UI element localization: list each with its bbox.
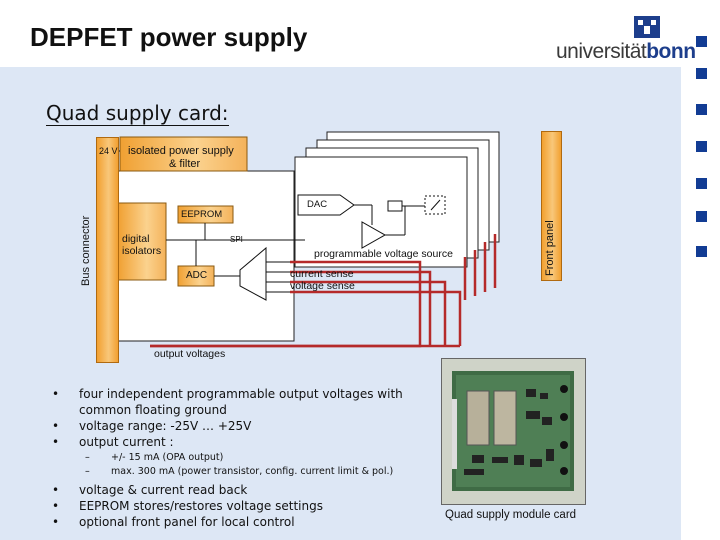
front-panel xyxy=(541,131,562,281)
module-photo xyxy=(441,358,586,505)
photo-caption: Quad supply module card xyxy=(445,509,577,521)
list-item-cont: common floating ground xyxy=(79,403,227,417)
isolated-power-label: isolated power supply xyxy=(128,145,234,157)
spi-label: SPI xyxy=(230,235,243,244)
front-panel-label: Front panel xyxy=(544,220,556,276)
programmable-source-label: programmable voltage source xyxy=(314,248,453,260)
list-item: •output current : xyxy=(52,435,174,449)
decor-square xyxy=(696,141,707,152)
decor-square xyxy=(696,36,707,47)
list-item: •voltage range: -25V … +25V xyxy=(52,419,252,433)
decor-square xyxy=(696,104,707,115)
list-item: •voltage & current read back xyxy=(52,483,248,497)
eeprom-label: EEPROM xyxy=(181,209,223,220)
decor-square xyxy=(696,246,707,257)
decor-square xyxy=(696,178,707,189)
bus-connector xyxy=(96,137,119,363)
university-logo xyxy=(634,16,660,38)
dac-label: DAC xyxy=(307,199,328,210)
filter-label: & filter xyxy=(169,158,201,170)
sub-list-item: –max. 300 mA (power transistor, config. … xyxy=(85,466,394,477)
section-title: Quad supply card: xyxy=(46,101,229,126)
list-item: •EEPROM stores/restores voltage settings xyxy=(52,499,323,513)
bus-connector-label: Bus connector xyxy=(80,215,92,286)
decor-square xyxy=(696,211,707,222)
digital-isolators-label-1: digital xyxy=(122,233,150,245)
adc-label: ADC xyxy=(186,270,208,281)
sub-list-item: –+/- 15 mA (OPA output) xyxy=(85,452,224,463)
university-wordmark: universitätbonn xyxy=(556,40,696,63)
page-title: DEPFET power supply xyxy=(30,22,308,52)
list-item: •optional front panel for local control xyxy=(52,515,295,529)
voltage-sense-label: voltage sense xyxy=(290,280,355,292)
current-sense-label: current sense xyxy=(290,268,354,280)
decor-square xyxy=(696,68,707,79)
output-voltages-label: output voltages xyxy=(154,348,226,360)
digital-isolators-label-2: isolators xyxy=(122,245,162,257)
v24-label: 24 V xyxy=(99,146,118,156)
list-item: •four independent programmable output vo… xyxy=(52,387,403,401)
